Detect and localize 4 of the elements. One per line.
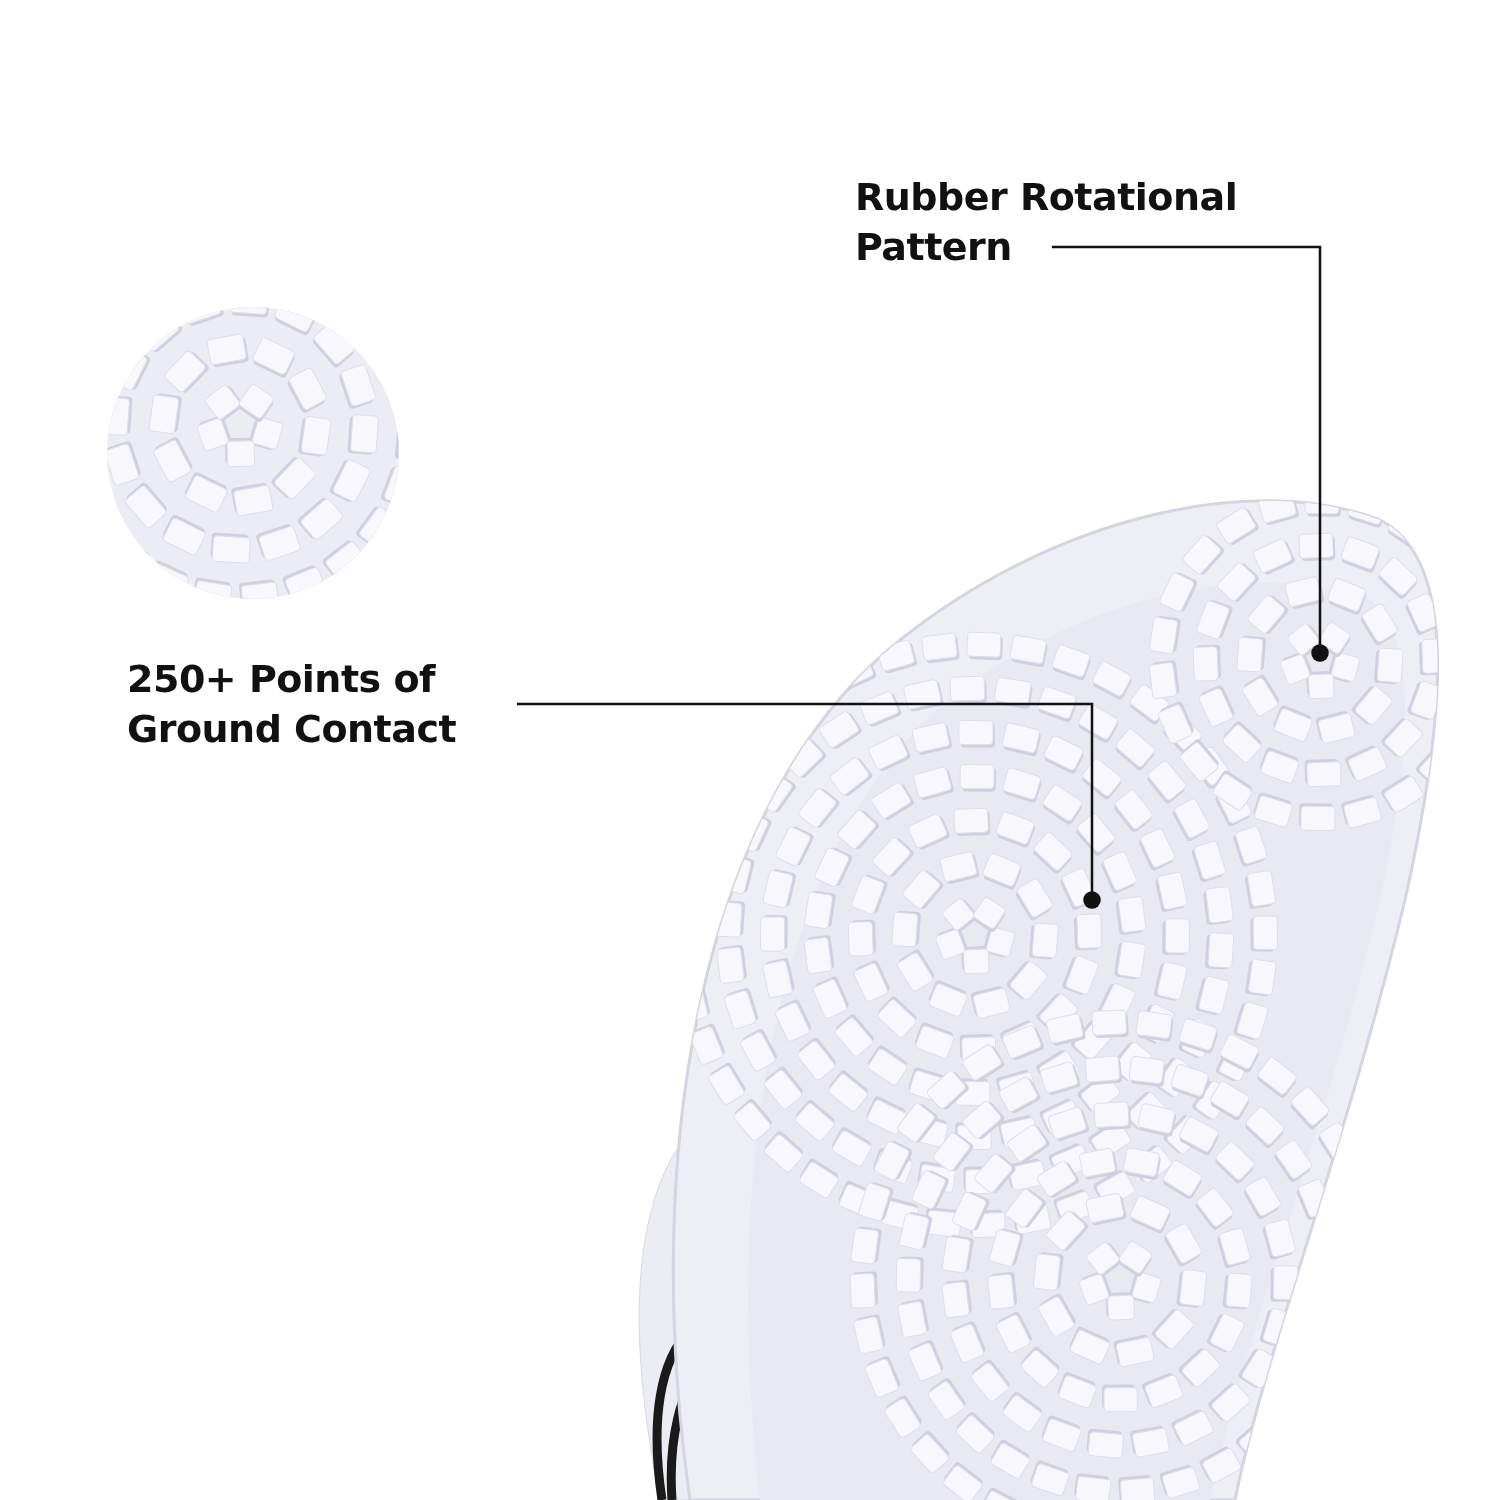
callout-label: 250+ Points of Ground Contact <box>127 654 507 754</box>
leader-line <box>517 702 1101 909</box>
callout-label: Rubber Rotational Pattern <box>855 172 1275 272</box>
leader-line <box>1051 245 1329 662</box>
